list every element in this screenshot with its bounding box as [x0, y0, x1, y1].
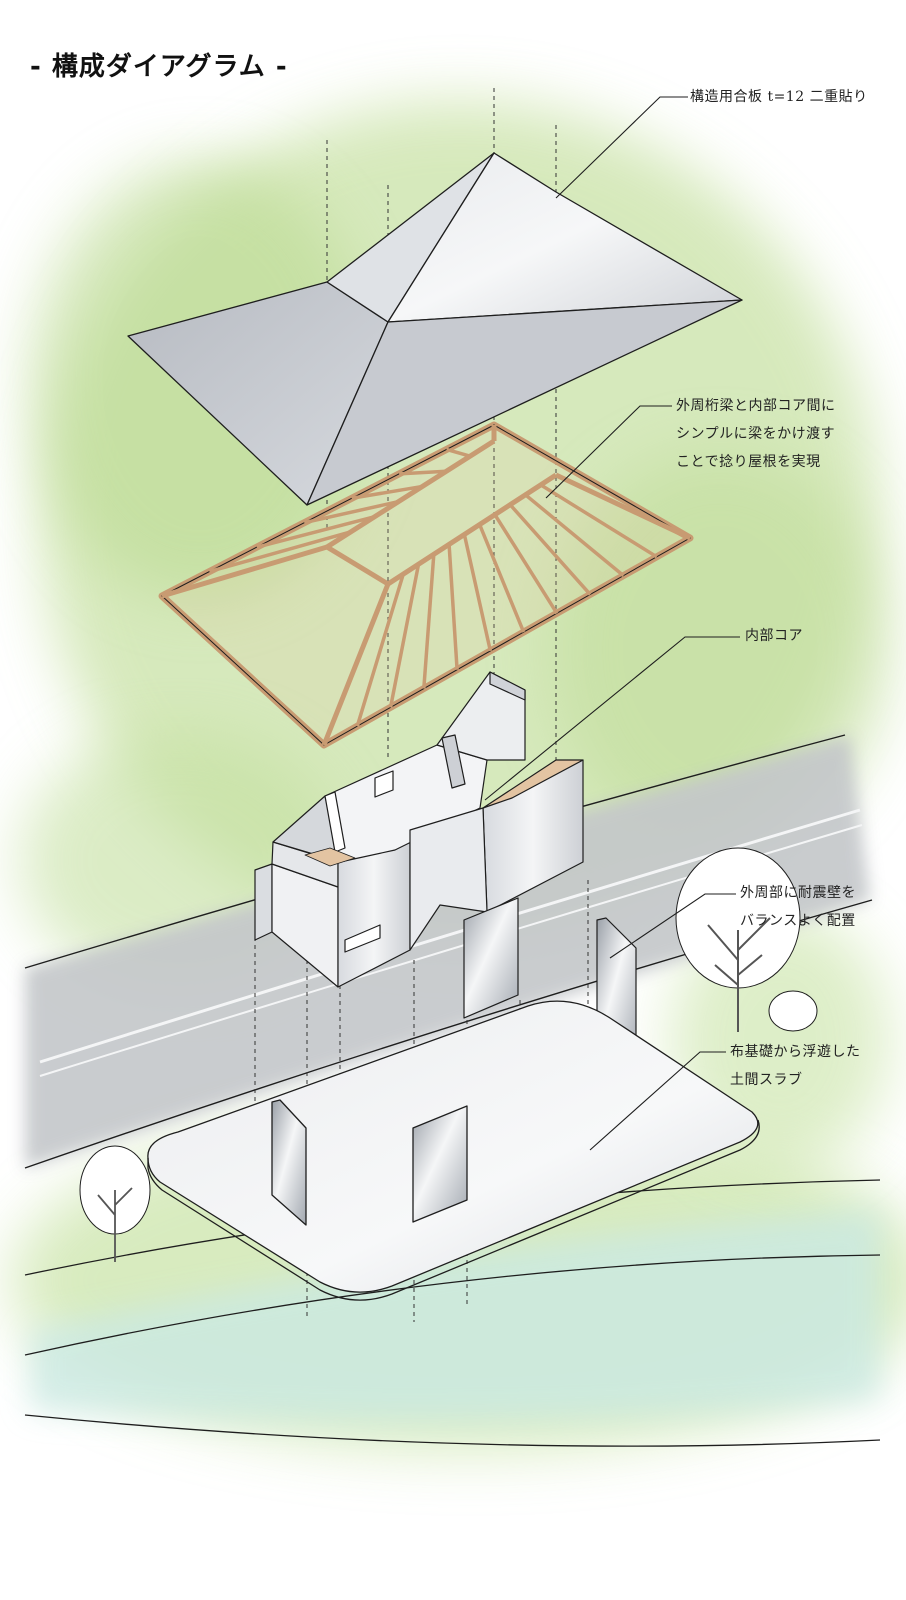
- floor-slab: [147, 1000, 760, 1301]
- tree-large: [675, 847, 818, 1032]
- leader-lines: [484, 96, 740, 1151]
- annotation-roof-panel: 構造用合板 t=12 二重貼り: [690, 83, 868, 111]
- rafter: [388, 563, 421, 708]
- roof-frame: [158, 421, 694, 749]
- rafter: [303, 499, 399, 525]
- rafter: [462, 534, 493, 652]
- annotation-line: バランスよく配置: [740, 913, 856, 929]
- rafter: [355, 573, 405, 727]
- rafter: [447, 544, 459, 670]
- rafter: [446, 447, 471, 458]
- annotation-line: 内部コア: [745, 628, 803, 644]
- annotation-line: 外周部に耐震壁を: [740, 885, 856, 901]
- rafter: [422, 554, 436, 689]
- annotation-line: 構造用合板 t=12 二重貼り: [690, 89, 868, 105]
- rafter: [322, 583, 390, 746]
- rafter: [399, 469, 447, 476]
- tree-small: [79, 1145, 151, 1262]
- annotation-roof-frame: 外周桁梁と内部コア間に シンプルに梁をかけ渡す ことで捻り屋根を実現: [676, 392, 836, 476]
- annotation-line: 布基礎から浮遊した: [730, 1044, 861, 1060]
- rafter: [351, 484, 423, 501]
- rafter: [524, 493, 625, 577]
- rafter: [555, 473, 691, 540]
- rafter: [508, 503, 592, 596]
- annotation-slab: 布基礎から浮遊した 土間スラブ: [730, 1038, 861, 1094]
- rafter: [256, 515, 376, 549]
- rafter: [208, 530, 352, 574]
- annotation-line: 外周桁梁と内部コア間に: [676, 398, 836, 414]
- annotation-line: 土間スラブ: [730, 1072, 803, 1088]
- roof-panel: [127, 152, 743, 506]
- annotation-inner-core: 内部コア: [745, 622, 803, 650]
- rafter: [539, 483, 658, 559]
- rafter: [493, 513, 559, 615]
- rafter: [478, 523, 526, 633]
- page-title: - 構成ダイアグラム -: [30, 52, 288, 82]
- annotation-line: シンプルに梁をかけ渡す: [676, 426, 836, 442]
- inner-core: [254, 671, 584, 988]
- annotation-line: ことで捻り屋根を実現: [676, 454, 821, 470]
- annotation-shear-walls: 外周部に耐震壁を バランスよく配置: [740, 879, 856, 935]
